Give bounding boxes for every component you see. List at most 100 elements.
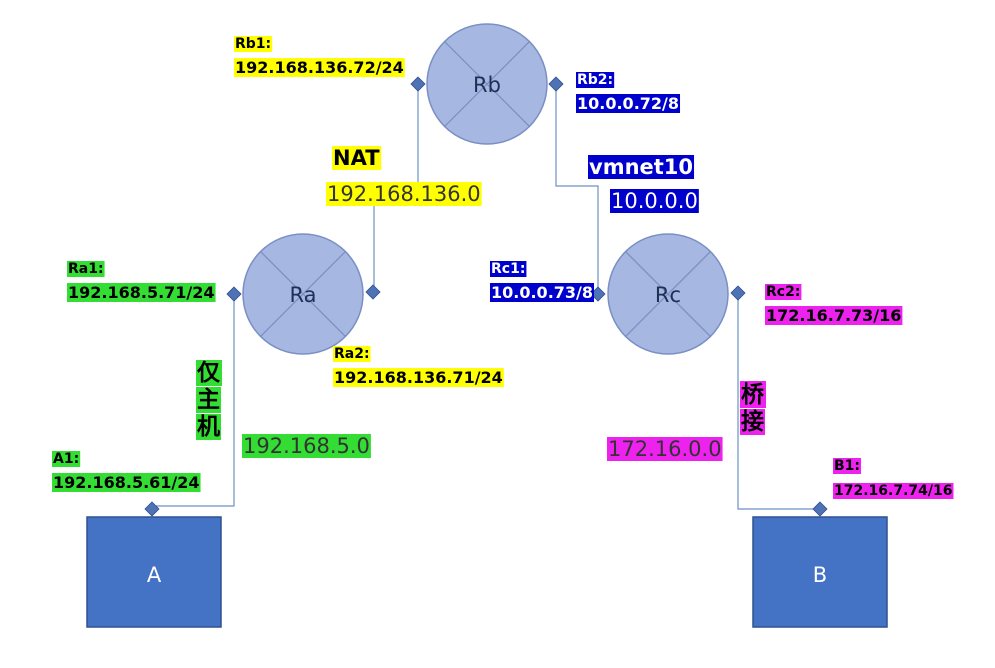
iface-rc1-ip-highlight — [490, 283, 595, 302]
router-rb: Rb — [426, 23, 548, 145]
iface-rb1-name-highlight — [234, 36, 273, 52]
router-rb-label: Rb — [473, 73, 501, 97]
iface-a1-ip: 192.168.5.61/24 — [52, 473, 201, 492]
host-b: B — [752, 516, 888, 628]
iface-b1-ip: 172.16.7.74/16 — [833, 483, 954, 499]
network-hostonly-mode-char-3-highlight — [196, 414, 221, 440]
network-vmnet10-mode-highlight — [588, 155, 695, 179]
iface-ra2-name: Ra2: — [333, 346, 371, 362]
host-b-label: B — [813, 563, 827, 587]
network-bridge-subnet-highlight — [607, 437, 723, 461]
port-b1 — [812, 501, 828, 517]
iface-rb2-name-text: Rb2: — [577, 72, 613, 88]
iface-ra1-ip-highlight — [67, 283, 216, 302]
network-hostonly-subnet-highlight — [242, 434, 371, 458]
iface-ra1-ip: 192.168.5.71/24 — [67, 283, 216, 302]
iface-rb2-ip-highlight — [576, 94, 681, 113]
link-ra-a — [152, 294, 235, 507]
iface-rc1-ip: 10.0.0.73/8 — [490, 283, 595, 302]
host-a-body — [86, 516, 222, 628]
iface-a1-name: A1: — [52, 451, 81, 467]
iface-rb2-ip: 10.0.0.72/8 — [576, 94, 681, 113]
network-vmnet10-mode: vmnet10 — [588, 155, 695, 179]
iface-b1-name-highlight — [833, 458, 862, 474]
iface-rb1-ip-text: 192.168.136.72/24 — [235, 58, 404, 77]
iface-ra1-ip-text: 192.168.5.71/24 — [68, 283, 215, 302]
iface-b1-name: B1: — [833, 458, 862, 474]
network-nat-mode: NAT — [332, 146, 382, 170]
network-hostonly-mode-char-1-highlight — [196, 360, 222, 386]
network-bridge-mode-char-1: 桥 — [740, 381, 766, 408]
iface-a1-name-highlight — [52, 451, 81, 467]
host-b-body — [752, 516, 888, 628]
network-hostonly-mode-char-1: 仅 — [196, 360, 222, 386]
network-bridge-subnet-text: 172.16.0.0 — [608, 437, 722, 461]
network-hostonly-subnet-text: 192.168.5.0 — [243, 434, 370, 458]
iface-rc2-ip-text: 172.16.7.73/16 — [766, 306, 901, 325]
iface-rc1-ip-text: 10.0.0.73/8 — [491, 283, 593, 302]
network-nat-mode-highlight — [332, 146, 382, 170]
network-hostonly-mode-char-2-text: 主 — [197, 387, 220, 413]
iface-rb2-name-highlight — [576, 72, 615, 88]
iface-rc1-name-text: Rc1: — [491, 261, 525, 277]
port-rc2 — [730, 285, 746, 301]
router-rc-cross-b — [625, 251, 711, 337]
network-vmnet10-mode-text: vmnet10 — [589, 155, 693, 179]
iface-rc2-ip: 172.16.7.73/16 — [765, 306, 903, 325]
network-bridge-mode-char-2-highlight — [740, 409, 765, 435]
network-nat-subnet: 192.168.136.0 — [326, 182, 482, 206]
network-hostonly-mode-char-1-text: 仅 — [197, 360, 221, 386]
iface-rb1-ip: 192.168.136.72/24 — [234, 58, 405, 77]
network-bridge-mode-char-2-text: 接 — [741, 409, 764, 435]
iface-b1-ip-text: 172.16.7.74/16 — [834, 483, 952, 499]
link-rc-b — [737, 293, 820, 510]
iface-a1-ip-text: 192.168.5.61/24 — [53, 473, 200, 492]
iface-rb2-ip-text: 10.0.0.72/8 — [577, 94, 679, 113]
router-rc: Rc — [607, 233, 729, 355]
network-vmnet10-subnet-text: 10.0.0.0 — [611, 189, 698, 213]
network-bridge-subnet: 172.16.0.0 — [607, 437, 723, 461]
network-bridge-mode-char-1-text: 桥 — [741, 381, 765, 408]
iface-ra2-name-highlight — [333, 346, 371, 362]
iface-rc2-name: Rc2: — [765, 284, 802, 300]
network-vmnet10-subnet-highlight — [610, 189, 699, 213]
network-bridge-mode-char-2: 接 — [740, 409, 765, 435]
host-a-label: A — [147, 563, 162, 587]
network-vmnet10-subnet: 10.0.0.0 — [610, 189, 699, 213]
iface-b1-name-text: B1: — [834, 458, 860, 474]
iface-rc2-ip-highlight — [765, 306, 903, 325]
network-hostonly-mode-char-2-highlight — [196, 387, 221, 413]
iface-ra2-ip: 192.168.136.71/24 — [333, 368, 504, 387]
iface-rc1-name-highlight — [490, 261, 527, 277]
router-ra-label: Ra — [290, 283, 317, 307]
iface-rc2-name-highlight — [765, 284, 802, 300]
port-ra2 — [365, 284, 381, 300]
iface-ra1-name-highlight — [67, 261, 105, 277]
router-ra-cross-b — [260, 251, 346, 337]
iface-rb2-name: Rb2: — [576, 72, 615, 88]
router-ra: Ra — [242, 233, 364, 355]
iface-rc2-name-text: Rc2: — [766, 284, 800, 300]
network-hostonly-subnet: 192.168.5.0 — [242, 434, 371, 458]
iface-rb1-name-text: Rb1: — [235, 36, 271, 52]
network-nat-mode-text: NAT — [333, 146, 380, 170]
port-rb2 — [548, 76, 564, 92]
iface-b1-ip-highlight — [833, 483, 954, 499]
port-a1 — [144, 501, 160, 517]
ports — [144, 76, 828, 517]
router-rc-label: Rc — [655, 283, 681, 307]
network-nat-subnet-highlight — [326, 182, 482, 206]
router-rb-cross-b — [444, 41, 530, 127]
iface-ra2-name-text: Ra2: — [334, 346, 370, 362]
labels: Rb1:192.168.136.72/24Rb2:10.0.0.72/8Ra1:… — [52, 36, 954, 499]
iface-rc1-name: Rc1: — [490, 261, 527, 277]
network-hostonly-mode-char-3: 机 — [196, 414, 221, 440]
network-hostonly-mode-char-3-text: 机 — [197, 414, 220, 440]
port-rb1 — [410, 76, 426, 92]
iface-rb1-name: Rb1: — [234, 36, 273, 52]
iface-a1-name-text: A1: — [53, 451, 79, 467]
iface-ra2-ip-text: 192.168.136.71/24 — [334, 368, 503, 387]
link-rb-rc — [555, 86, 599, 294]
network-bridge-mode-char-1-highlight — [740, 381, 766, 408]
